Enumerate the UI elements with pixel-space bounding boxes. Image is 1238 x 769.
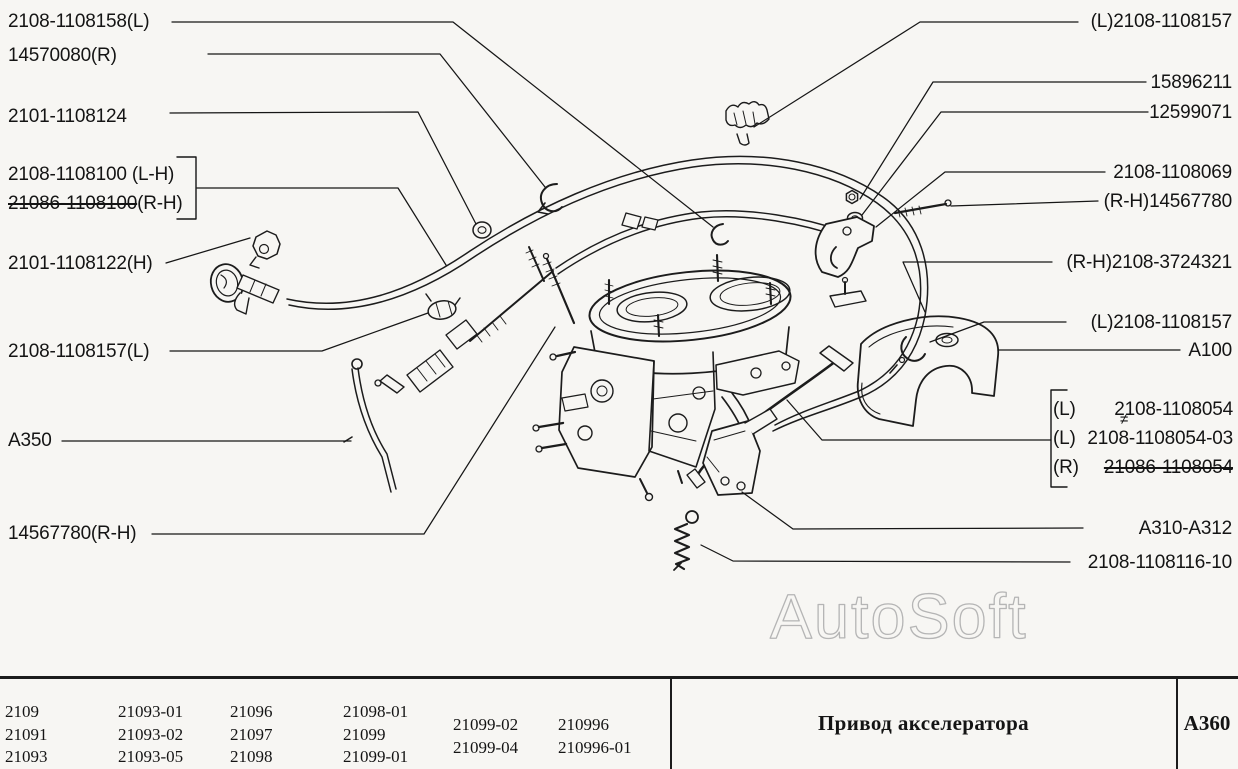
- rod-a350: [343, 358, 397, 493]
- model-cell: 21096: [230, 702, 273, 721]
- model-cell: 21093-01: [118, 702, 184, 721]
- callout-15896211: 15896211: [1150, 72, 1232, 93]
- model-cell: 21099-01: [343, 747, 409, 766]
- stud-right: [893, 202, 948, 215]
- callout-L2108-1108157-mid: (L)2108-1108157: [1090, 312, 1233, 333]
- valve-cover: [856, 315, 1000, 427]
- watermark: AutoSoft: [770, 582, 1028, 652]
- group-row-1108054-2: (L) 2108-1108054-03: [1053, 427, 1233, 450]
- nut-icon: [845, 189, 859, 205]
- left-group-bracket: [176, 156, 197, 220]
- model-cell: 21099-04: [453, 737, 519, 757]
- model-cell: 21093-02: [118, 724, 184, 744]
- return-spring: [673, 510, 699, 571]
- leader-lines: [61, 21, 1181, 563]
- accelerator-drive-diagram: AutoSoft: [61, 21, 1181, 653]
- model-column-1: 2109 21091 21093: [5, 701, 48, 769]
- model-column-6: 210996 210996-01: [558, 714, 632, 759]
- model-cell: 21093-05: [118, 747, 184, 766]
- venturi-left: [616, 291, 688, 323]
- struck-number: 21086-1108054: [1103, 457, 1233, 478]
- callout-2108-1108069: 2108-1108069: [1113, 162, 1232, 183]
- model-cell: 210996-01: [558, 737, 632, 757]
- flange-studs: [607, 253, 773, 338]
- part-number: 2108-1108054: [1114, 399, 1233, 420]
- cable-clips: [425, 101, 770, 320]
- drive-suffix: (R-H): [137, 193, 183, 214]
- accelerator-cables: [286, 155, 929, 480]
- model-column-5: 21099-02 21099-04: [453, 714, 518, 759]
- callout-2101-1108124: 2101-1108124: [8, 106, 127, 127]
- drive-prefix: (L): [1053, 399, 1076, 420]
- model-cell: 2109: [5, 702, 39, 721]
- callout-L2108-1108157-top: (L)2108-1108157: [1090, 11, 1233, 32]
- drive-prefix: (R): [1053, 457, 1079, 478]
- model-cell: 21091: [5, 724, 48, 744]
- model-cell: 21098-01: [343, 702, 409, 721]
- table-top-border: [0, 676, 1238, 679]
- callout-14567780RH-left: 14567780(R-H): [8, 523, 137, 544]
- group-row-1108054-1: (L) 2108-1108054: [1053, 398, 1233, 421]
- hook-clip-icon: [540, 183, 563, 213]
- model-cell: 21099-02: [453, 715, 519, 734]
- group-row-1108054-3: (R) 21086-1108054: [1053, 456, 1233, 479]
- callout-12599071: 12599071: [1149, 102, 1232, 123]
- top-clip-icon: [725, 101, 770, 129]
- callout-RH2108-3724321: (R-H)2108-3724321: [1066, 252, 1232, 273]
- small-hook-clip-icon: [710, 223, 729, 246]
- sheath-clip-icon: [427, 300, 457, 320]
- section-title: Привод акселератора: [817, 710, 1030, 735]
- callout-14570080R: 14570080(R): [8, 45, 117, 66]
- model-cell: 21093: [5, 747, 48, 766]
- callout-2108-1108157L-left: 2108-1108157(L): [8, 341, 150, 362]
- firewall-grommet: [209, 230, 281, 315]
- model-column-2: 21093-01 21093-02 21093-05: [118, 701, 183, 769]
- cable-bracket: [814, 216, 875, 278]
- carburetor: [532, 253, 867, 502]
- callout-2108-1108100LH: 2108-1108100 (L-H): [8, 164, 175, 185]
- model-cell: 21099: [343, 724, 386, 744]
- table-divider-2: [1176, 677, 1178, 769]
- model-cell: 21098: [230, 747, 273, 766]
- grommet-washer-icon: [472, 221, 492, 239]
- section-code: A360: [1183, 710, 1231, 735]
- studs-and-fasteners: [525, 189, 952, 325]
- model-cell: 21097: [230, 724, 273, 744]
- callout-a310-a312: A310-A312: [1138, 518, 1232, 539]
- model-cell: 210996: [558, 715, 609, 734]
- callout-21086-1108100RH: 21086-1108100(R-H): [8, 192, 183, 215]
- venturi-right: [709, 276, 791, 312]
- model-column-4: 21098-01 21099 21099-01: [343, 701, 408, 769]
- part-number: 2108-1108054-03: [1087, 428, 1233, 449]
- not-equal-mark: ≠: [1120, 411, 1129, 428]
- callout-2108-1108116-10: 2108-1108116-10: [1087, 552, 1232, 573]
- callout-2101-1108122H: 2101-1108122(H): [8, 253, 153, 274]
- callout-a100: A100: [1188, 340, 1232, 361]
- callout-2108-1108158L: 2108-1108158(L): [8, 11, 150, 32]
- table-divider-1: [670, 677, 672, 769]
- cable-boot: [406, 349, 454, 393]
- callout-RH14567780: (R-H)14567780: [1103, 191, 1233, 212]
- pedal-bracket: [686, 408, 778, 496]
- model-column-3: 21096 21097 21098: [230, 701, 273, 769]
- right-group-bracket: [1050, 389, 1068, 488]
- drive-prefix: (L): [1053, 428, 1076, 449]
- callout-a350: A350: [8, 430, 52, 451]
- struck-number: 21086-1108100: [8, 193, 138, 214]
